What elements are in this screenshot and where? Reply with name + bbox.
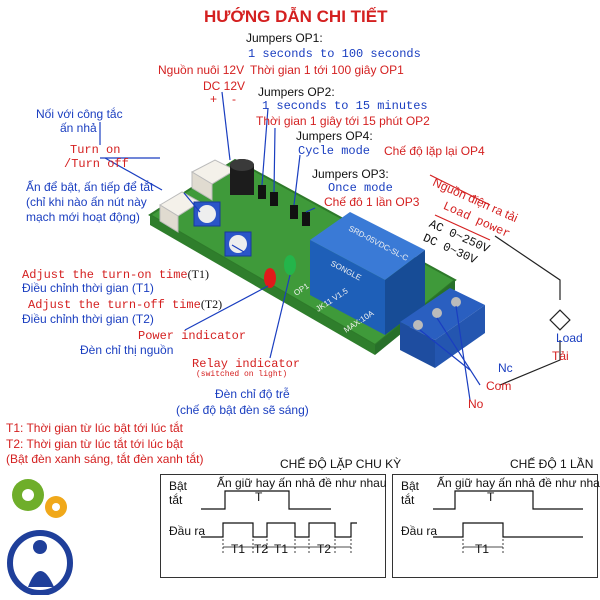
cycle-row1-label: Bật tắt xyxy=(169,479,188,507)
note-t3: (Bật đèn xanh sáng, tắt đèn xanh tắt) xyxy=(6,452,204,466)
press-note-line3: mạch mới hoạt động) xyxy=(26,210,140,224)
relay-indicator-sub: (switched on light) xyxy=(196,370,288,379)
once-row1-text: Ấn giữ hay ấn nhả đề như nhau xyxy=(437,476,600,490)
once-interval-1: T1 xyxy=(475,542,490,556)
supply-minus: - xyxy=(232,92,236,106)
cycle-pulse-label: T xyxy=(255,490,263,504)
relay-indicator-en: Relay indicator xyxy=(192,357,301,371)
page-title: HƯỚNG DẪN CHI TIẾT xyxy=(204,7,388,26)
jumper-op1 xyxy=(258,185,266,199)
load-vi: Tải xyxy=(552,349,569,363)
once-timing-chart: Bật tắt Ấn giữ hay ấn nhả đề như nhau T … xyxy=(392,474,600,578)
jumpers-op3-title: Jumpers OP3: xyxy=(312,167,389,181)
jumpers-op2-en: 1 seconds to 15 minutes xyxy=(262,99,428,113)
once-row2-label: Đầu ra xyxy=(401,524,438,538)
jumpers-op1-title: Jumpers OP1: xyxy=(246,31,323,45)
cycle-waveforms xyxy=(201,490,357,553)
jumpers-op1-vi: Thời gian 1 tới 100 giây OP1 xyxy=(250,63,404,77)
terminal-com: Com xyxy=(486,379,512,393)
jumpers-op2-vi: Thời gian 1 giây tới 15 phút OP2 xyxy=(256,114,430,128)
turn-off-label: /Turn off xyxy=(64,157,129,171)
turn-on-label: Turn on xyxy=(70,143,121,157)
terminal-nc: Nc xyxy=(498,361,513,375)
load-wire-top xyxy=(494,235,561,300)
load-symbol xyxy=(549,309,571,331)
adjust-on-en: Adjust the turn-on time(T1) xyxy=(22,267,209,282)
relay-indicator-vi2: (chế độ bật đèn sẽ sáng) xyxy=(176,403,309,417)
relay-led xyxy=(284,255,296,275)
jumper-op2 xyxy=(270,192,278,206)
once-row1-label: Bật tắt xyxy=(401,479,420,507)
adjust-off-vi: Điều chỉnh thời gian (T2) xyxy=(22,312,154,326)
cycle-interval-1: T1 xyxy=(231,542,246,556)
press-note-line1: Ấn để bật, ấn tiếp để tắt xyxy=(26,180,154,194)
cycle-interval-3: T1 xyxy=(274,542,289,556)
relay-indicator-vi1: Đèn chỉ độ trễ xyxy=(215,387,290,401)
cycle-row2-label: Đầu ra xyxy=(169,524,206,538)
jumpers-op2-title: Jumpers OP2: xyxy=(258,85,335,99)
load-en: Load xyxy=(556,331,583,345)
switch-note-line1: Nối với công tắc xyxy=(36,107,123,121)
cycle-row1-text: Ấn giữ hay ấn nhả đề như nhau xyxy=(217,476,387,490)
jumper-op4 xyxy=(290,205,298,219)
power-indicator-vi: Đèn chỉ thị nguồn xyxy=(80,343,174,357)
power-led xyxy=(264,268,276,288)
jumpers-op3-en: Once mode xyxy=(328,181,393,195)
terminal-no: No xyxy=(468,397,484,411)
note-t2: T2: Thời gian từ lúc tắt tới lúc bật xyxy=(6,437,183,451)
relay-front xyxy=(310,240,385,335)
company-logo-icon xyxy=(7,479,73,595)
note-t1: T1: Thời gian từ lúc bật tới lúc tắt xyxy=(6,421,183,435)
once-pulse-label: T xyxy=(487,490,495,504)
pcb-edge xyxy=(150,215,375,355)
cycle-timing-chart: Bật tắt Ấn giữ hay ấn nhả đề như nhau T … xyxy=(160,474,387,578)
jumpers-op1-en: 1 seconds to 100 seconds xyxy=(248,47,421,61)
adjust-on-vi: Điều chỉnh thời gian (T1) xyxy=(22,281,154,295)
jumpers-op4-vi: Chế độ lặp lại OP4 xyxy=(384,144,485,158)
adjust-off-en: Adjust the turn-off time(T2) xyxy=(28,297,223,312)
jumpers-op4-en: Cycle mode xyxy=(298,144,371,158)
power-indicator-en: Power indicator xyxy=(138,329,247,343)
jumpers-op3-vi: Chế đô 1 lần OP3 xyxy=(324,195,420,209)
once-chart-heading: CHẾ ĐỘ 1 LẦN xyxy=(510,457,594,471)
supply-dc: DC 12V xyxy=(203,79,246,93)
cycle-chart-heading: CHẾ ĐỘ LẶP CHU KỲ xyxy=(280,457,402,471)
press-note-line2: (chỉ khi nào ấn nút này xyxy=(26,195,147,209)
supply-plus: + xyxy=(210,92,218,106)
load-wire-bottom xyxy=(499,340,561,386)
cycle-interval-2: T2 xyxy=(254,542,269,556)
switch-note-line2: ấn nhả xyxy=(60,121,97,135)
supply-vi: Nguồn nuôi 12V xyxy=(158,63,245,77)
cycle-interval-4: T2 xyxy=(317,542,332,556)
jumper-op3 xyxy=(302,212,310,226)
relay-top xyxy=(310,212,425,280)
once-waveforms xyxy=(433,490,583,553)
jumpers-op4-title: Jumpers OP4: xyxy=(296,129,373,143)
